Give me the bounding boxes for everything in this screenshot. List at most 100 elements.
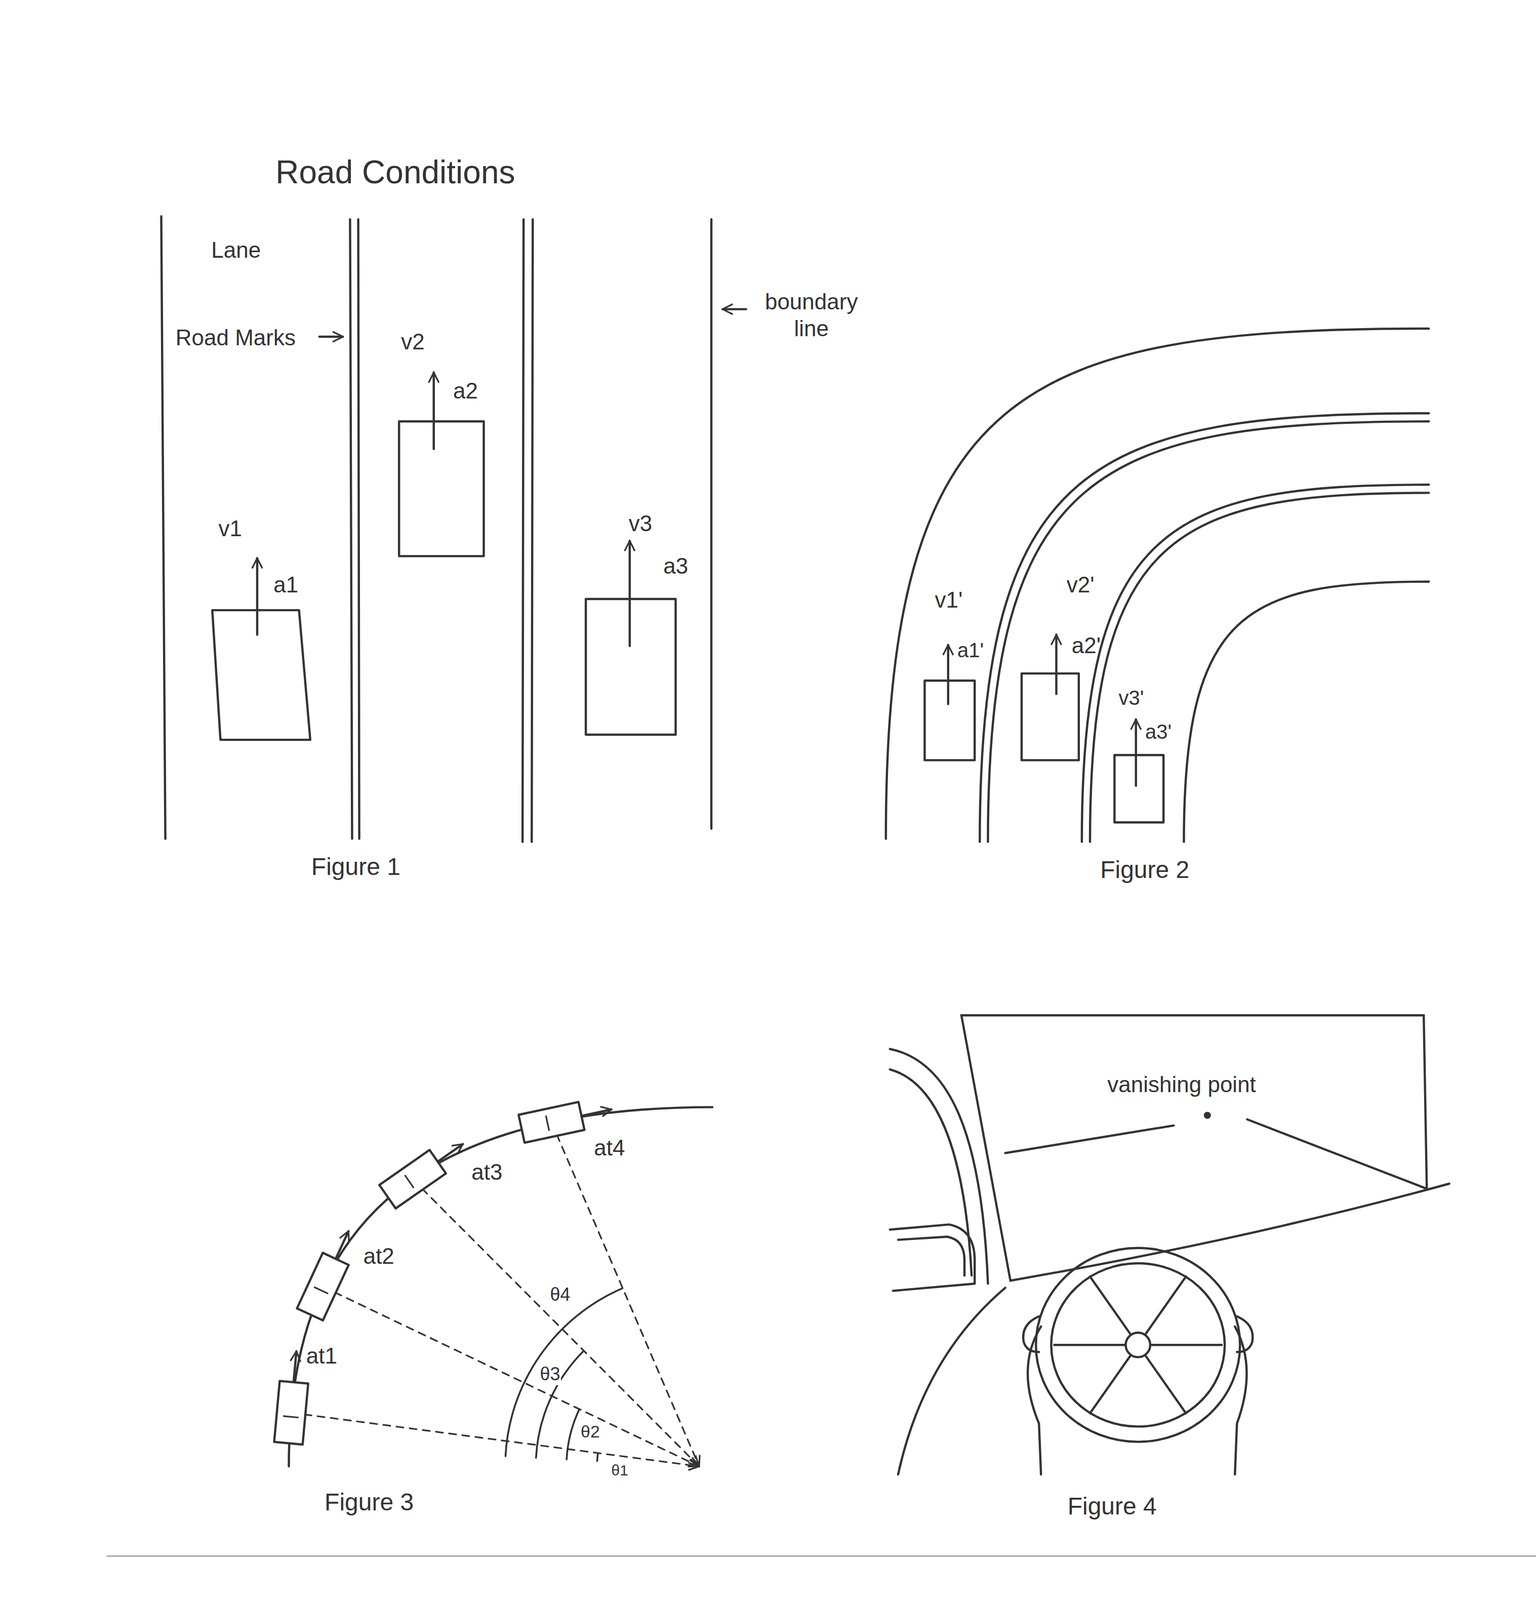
acceleration-label: at4 bbox=[593, 1134, 625, 1162]
cockpit-view bbox=[890, 1015, 1450, 1475]
acceleration-label: at2 bbox=[363, 1242, 395, 1270]
car-box bbox=[924, 680, 975, 760]
car-box bbox=[274, 1380, 309, 1445]
angle-arc bbox=[597, 1452, 599, 1462]
acceleration-label: at3 bbox=[471, 1158, 503, 1186]
car-box bbox=[405, 1175, 414, 1188]
acceleration-label: a2 bbox=[453, 377, 478, 405]
velocity-label: v2' bbox=[1066, 571, 1095, 599]
curved-road bbox=[885, 328, 1429, 839]
acceleration-label: a2' bbox=[1071, 632, 1101, 660]
figure-caption: Figure 3 bbox=[324, 1487, 414, 1517]
vanishing-point-label: vanishing point bbox=[1107, 1071, 1257, 1099]
car-box bbox=[546, 1116, 550, 1131]
page-edge bbox=[107, 1555, 1536, 1557]
road-marks-label: Road Marks bbox=[175, 324, 296, 352]
acceleration-label: a3 bbox=[663, 552, 689, 580]
angle-label: θ2 bbox=[579, 1421, 601, 1442]
velocity-label: v1' bbox=[935, 586, 963, 614]
curved-road bbox=[1081, 484, 1429, 842]
motion-arrow bbox=[947, 644, 950, 705]
motion-arrow bbox=[335, 1230, 349, 1259]
straight-road bbox=[161, 216, 166, 839]
straight-road bbox=[358, 219, 360, 839]
cockpit-view bbox=[1005, 1125, 1175, 1153]
radius-line bbox=[291, 1412, 700, 1467]
velocity-label: v2 bbox=[400, 328, 425, 356]
car-box bbox=[283, 1416, 298, 1418]
cockpit-view bbox=[961, 1014, 1424, 1017]
motion-arrow bbox=[722, 307, 746, 310]
car-box bbox=[297, 1252, 349, 1320]
motion-arrow bbox=[437, 1144, 464, 1162]
angle-arc bbox=[505, 1287, 623, 1461]
curved-road bbox=[1089, 492, 1429, 842]
motion-arrow bbox=[948, 634, 1137, 786]
car-box bbox=[518, 1101, 585, 1143]
motion-arrow bbox=[319, 335, 343, 338]
figure-caption: Figure 1 bbox=[311, 852, 401, 882]
velocity-label: v3 bbox=[628, 510, 653, 538]
motion-arrow bbox=[581, 1109, 612, 1116]
acceleration-label: at1 bbox=[306, 1342, 338, 1370]
acceleration-label: a1' bbox=[957, 637, 984, 663]
acceleration-label: a3' bbox=[1145, 719, 1172, 744]
motion-arrow bbox=[293, 1109, 612, 1382]
curved-road bbox=[979, 413, 1429, 842]
vanishing-point-dot bbox=[1203, 1111, 1211, 1119]
angle-arc bbox=[566, 1408, 580, 1460]
car-box bbox=[398, 421, 484, 556]
cockpit-view bbox=[1246, 1119, 1427, 1189]
car-box bbox=[297, 1252, 349, 1320]
straight-road bbox=[710, 219, 713, 829]
car-box bbox=[274, 1380, 309, 1445]
curved-road bbox=[1183, 581, 1429, 842]
angle-label: θ3 bbox=[538, 1362, 561, 1385]
car-box bbox=[1114, 754, 1164, 823]
curve-path bbox=[289, 1107, 713, 1467]
angle-label: θ4 bbox=[549, 1283, 572, 1306]
motion-arrow bbox=[1055, 634, 1058, 695]
cockpit-view bbox=[1035, 1247, 1240, 1442]
page-title: Road Conditions bbox=[275, 152, 515, 192]
cockpit-view bbox=[890, 1224, 975, 1291]
angle-arc bbox=[505, 1287, 623, 1457]
motion-arrow bbox=[293, 1351, 297, 1382]
motion-arrow bbox=[256, 557, 259, 635]
sketch-canvas bbox=[107, 216, 1536, 1556]
cockpit-view bbox=[1051, 1263, 1225, 1427]
straight-road bbox=[349, 219, 352, 839]
acceleration-label: a1 bbox=[273, 571, 299, 599]
radius-line bbox=[412, 1179, 700, 1467]
curved-road bbox=[987, 421, 1429, 842]
cockpit-view bbox=[1125, 1332, 1151, 1357]
car-box bbox=[314, 1286, 328, 1293]
page-edge bbox=[107, 1554, 1536, 1557]
cockpit-view bbox=[898, 1287, 1006, 1475]
straight-road bbox=[531, 219, 533, 842]
cockpit-view bbox=[890, 1069, 972, 1276]
angle-arc bbox=[536, 1350, 584, 1458]
motion-arrow bbox=[257, 309, 747, 646]
curve-path bbox=[289, 1107, 713, 1467]
motion-arrow bbox=[432, 372, 435, 450]
car-box bbox=[518, 1101, 585, 1143]
curved-road bbox=[885, 328, 1429, 842]
figure-caption: Figure 4 bbox=[1067, 1491, 1157, 1521]
figure-caption: Figure 2 bbox=[1100, 855, 1190, 885]
boundary-label: boundary line bbox=[750, 288, 873, 343]
cockpit-view bbox=[1089, 1276, 1186, 1413]
car-box bbox=[1021, 673, 1079, 760]
angle-label: θ1 bbox=[610, 1461, 630, 1480]
car-box bbox=[379, 1149, 446, 1208]
car-box bbox=[274, 1101, 585, 1445]
cockpit-view bbox=[1423, 1015, 1427, 1189]
car-box bbox=[212, 610, 311, 740]
motion-arrow bbox=[1135, 719, 1138, 786]
cockpit-view bbox=[1089, 1276, 1186, 1413]
straight-road bbox=[161, 216, 712, 842]
car-box bbox=[379, 1149, 446, 1208]
lane-label: Lane bbox=[211, 236, 261, 264]
radius-line bbox=[551, 1122, 700, 1467]
